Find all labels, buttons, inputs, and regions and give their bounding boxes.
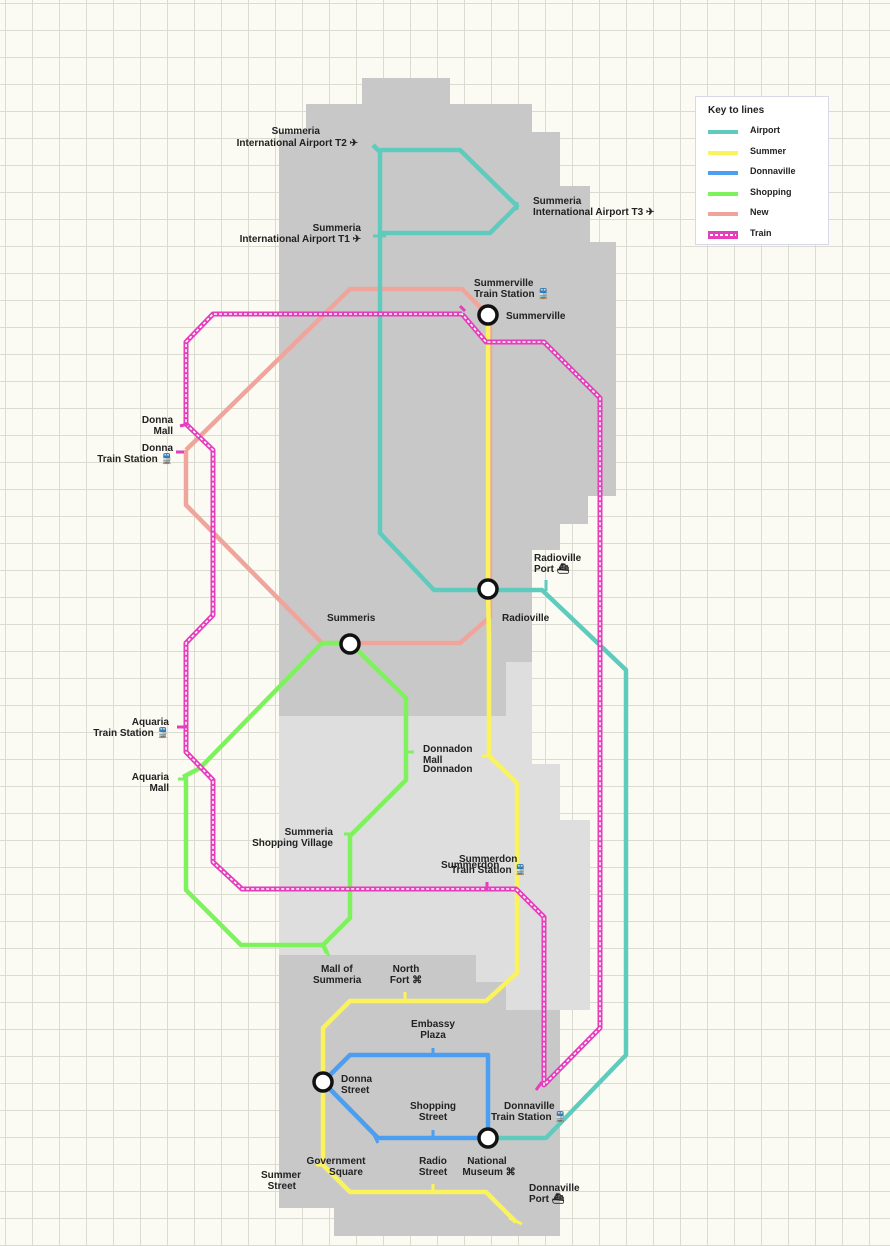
donnaville-swatch (708, 171, 738, 175)
legend-item-shopping: Shopping (708, 187, 826, 201)
station-radioville-label[interactable]: Radioville (502, 613, 550, 624)
station-summerdon-label[interactable]: Summerdon (441, 860, 499, 871)
legend-item-train: Train (708, 228, 826, 242)
station-summeris-label[interactable]: Summeris (327, 613, 376, 624)
line-donnaville (320, 1052, 491, 1141)
lines (181, 143, 629, 1224)
legend-label: Train (750, 228, 772, 238)
legend-label: Shopping (750, 187, 792, 197)
legend-label: Donnaville (750, 166, 796, 176)
legend-item-airport: Airport (708, 125, 826, 139)
interchange-summerville[interactable] (477, 304, 499, 326)
interchange-radioville[interactable] (477, 578, 499, 600)
legend-item-summer: Summer (708, 146, 826, 160)
summer-swatch (708, 151, 738, 155)
legend-label: Airport (750, 125, 780, 135)
station-ticks (176, 202, 548, 1226)
district-north (279, 78, 616, 716)
district-south (279, 955, 560, 1236)
legend: Key to lines Airport Summer Donnaville S… (695, 96, 829, 245)
district-middle (279, 662, 590, 1010)
line-summer (320, 318, 520, 1224)
interchange-summeris[interactable] (339, 633, 361, 655)
legend-item-donnaville: Donnaville (708, 166, 826, 180)
legend-item-new: New (708, 207, 826, 221)
station-summerville-label[interactable]: Summerville (506, 311, 566, 322)
shopping-swatch (708, 192, 738, 196)
district-areas (279, 78, 616, 1236)
interchange-national-museum[interactable] (477, 1127, 499, 1149)
legend-title: Key to lines (708, 105, 765, 116)
interchange-donna-street[interactable] (312, 1071, 334, 1093)
legend-label: Summer (750, 146, 787, 156)
new-swatch (708, 212, 738, 216)
train-swatch (708, 231, 738, 239)
airport-swatch (708, 130, 738, 134)
legend-label: New (750, 207, 769, 217)
interchanges (312, 304, 499, 1149)
